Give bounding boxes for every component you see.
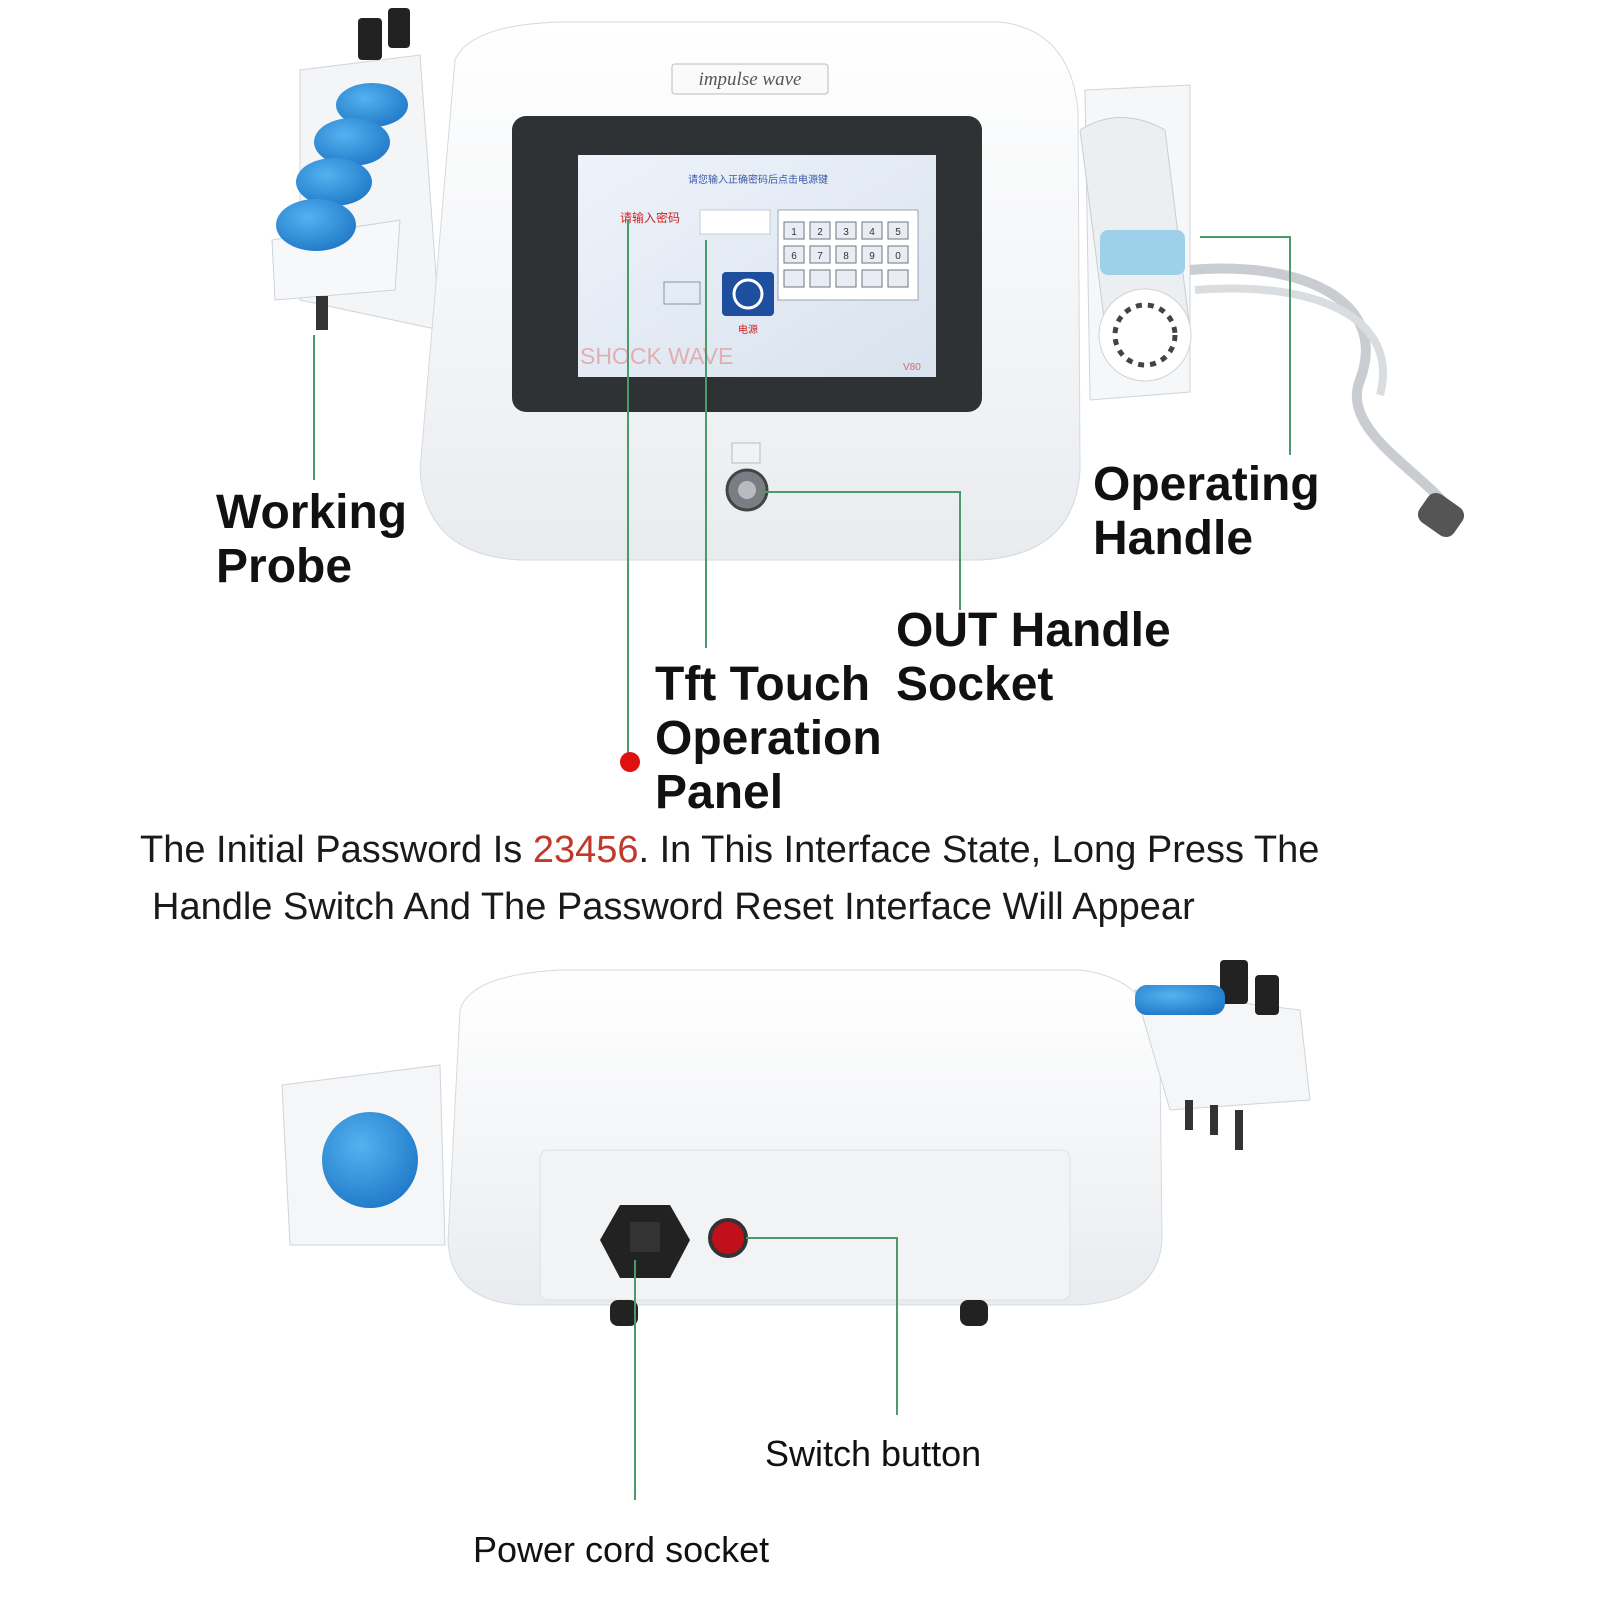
keypad-key-label: 2 bbox=[817, 227, 823, 238]
screen-icon bbox=[663, 281, 701, 305]
label-out-handle-socket: OUT Handle Socket bbox=[896, 604, 1171, 711]
keypad-key-label: 4 bbox=[869, 227, 875, 238]
keypad-key[interactable] bbox=[809, 269, 831, 288]
marker-dot bbox=[620, 752, 640, 772]
keypad-key[interactable] bbox=[887, 245, 909, 264]
keypad-key[interactable] bbox=[809, 245, 831, 264]
keypad-key[interactable] bbox=[835, 221, 857, 240]
probe-head-icon bbox=[314, 118, 390, 166]
switch-button[interactable] bbox=[708, 1218, 748, 1258]
keypad-key-label: 3 bbox=[843, 227, 849, 238]
keypad-key[interactable] bbox=[861, 269, 883, 288]
brand-text: impulse wave bbox=[699, 69, 802, 90]
keypad-key[interactable] bbox=[809, 221, 831, 240]
keypad-key-label: 5 bbox=[895, 227, 901, 238]
keypad-key[interactable] bbox=[887, 269, 909, 288]
keypad-key-label: 9 bbox=[869, 251, 875, 262]
operating-handle bbox=[1079, 84, 1465, 538]
keypad-key[interactable] bbox=[861, 221, 883, 240]
label-tft-panel: Tft Touch Operation Panel bbox=[655, 658, 882, 819]
keypad-key[interactable] bbox=[783, 221, 805, 240]
label-power-cord-socket: Power cord socket bbox=[473, 1529, 770, 1570]
probe-head-icon bbox=[336, 83, 408, 127]
keypad-key[interactable] bbox=[887, 221, 909, 240]
keypad-key[interactable] bbox=[861, 245, 883, 264]
screen-prompt: 请输入密码 bbox=[620, 210, 680, 225]
leader-lines bbox=[313, 220, 1291, 1500]
keypad-key-label: 8 bbox=[843, 251, 849, 262]
screen-version: V80 bbox=[903, 362, 921, 373]
screen-watermark: SHOCK WAVE bbox=[580, 343, 733, 369]
password-note: The Initial Password Is 23456. In This I… bbox=[140, 829, 1320, 928]
keypad-key[interactable] bbox=[835, 245, 857, 264]
label-working-probe: Working Probe bbox=[216, 486, 408, 593]
keypad-keys: 1 2 3 4 5 6 7 8 9 0 bbox=[783, 221, 909, 288]
keypad-key-label: 7 bbox=[817, 251, 823, 262]
probe-head-icon bbox=[296, 158, 372, 206]
label-switch-button: Switch button bbox=[765, 1433, 982, 1474]
keypad-key[interactable] bbox=[783, 245, 805, 264]
screen-title: 请您输入正确密码后点击电源键 bbox=[688, 173, 828, 186]
label-operating-handle: Operating Handle bbox=[1093, 458, 1320, 565]
handle-head-icon bbox=[322, 1112, 418, 1208]
probe-head-icon bbox=[276, 199, 356, 251]
leader-operating-handle bbox=[1200, 236, 1291, 455]
initial-password: 23456 bbox=[532, 829, 639, 871]
keypad-key[interactable] bbox=[783, 269, 805, 288]
working-probe-holder bbox=[271, 8, 441, 331]
leader-switch-button bbox=[746, 1237, 898, 1415]
keypad-key-label: 0 bbox=[895, 251, 901, 262]
keypad-key-label: 1 bbox=[791, 227, 797, 238]
leader-out-socket bbox=[760, 491, 961, 610]
keypad-key[interactable] bbox=[835, 269, 857, 288]
screen-power-label: 电源 bbox=[738, 323, 758, 336]
screen-power-button[interactable] bbox=[722, 272, 774, 316]
keypad-key-label: 6 bbox=[791, 251, 797, 262]
